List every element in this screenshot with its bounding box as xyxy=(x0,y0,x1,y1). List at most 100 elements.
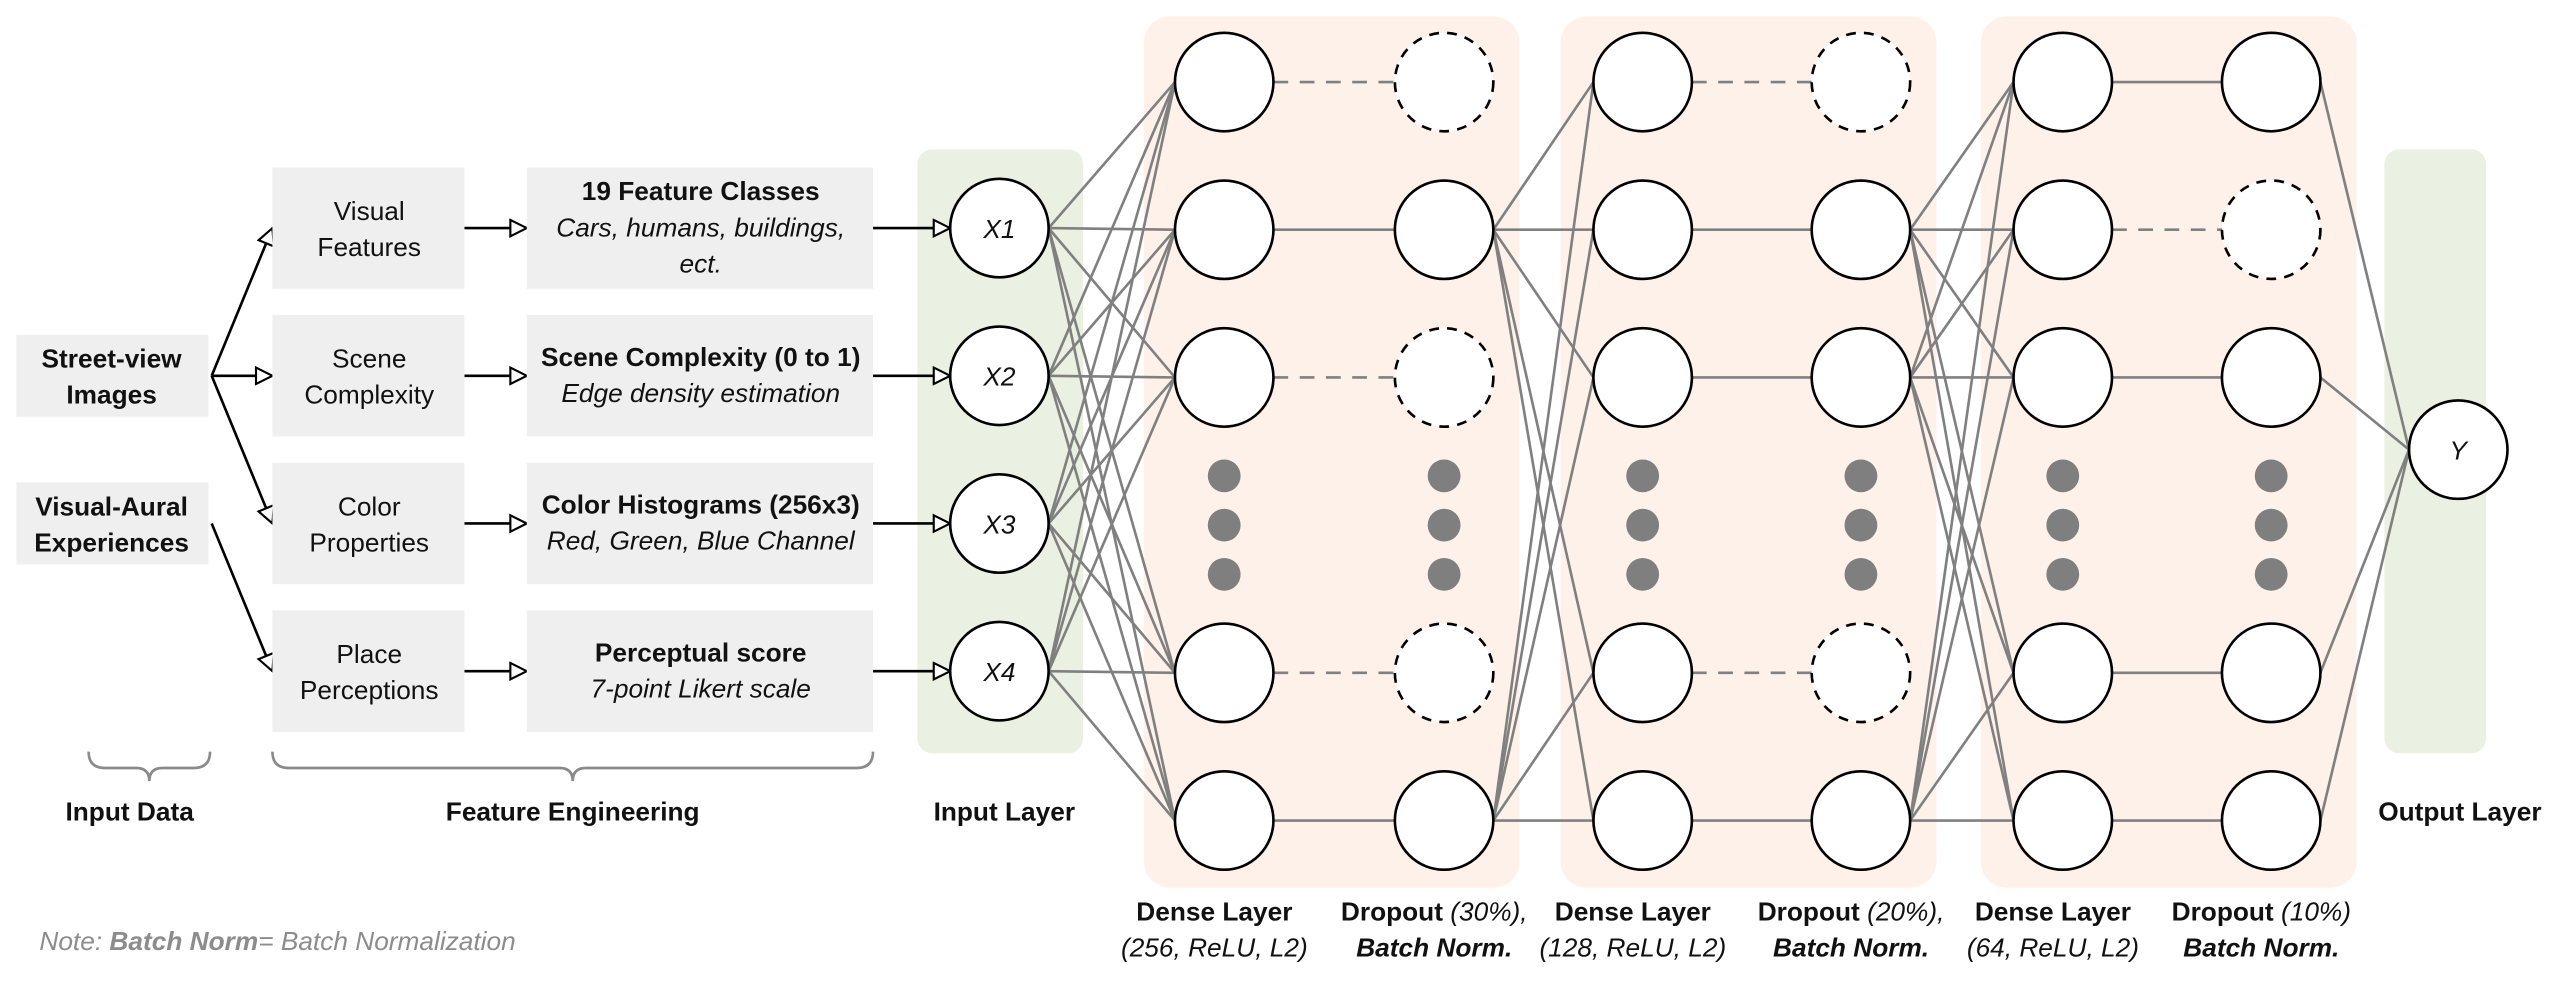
dense3-node-5 xyxy=(2012,769,2114,872)
feature-desc-1-line-2: ect. xyxy=(680,248,722,278)
dense-layer-2-title-part: Dense Layer xyxy=(1555,897,1711,927)
dense-layer-1-params-part: (256, ReLU, L2) xyxy=(1121,933,1308,963)
source-box-street-view xyxy=(16,334,209,417)
dropout-layer-1-title-part: Dropout xyxy=(1341,897,1443,927)
connection-input-3-to-dense1-1 xyxy=(1047,81,1177,524)
feature-engineering-brace xyxy=(271,751,875,782)
feature-desc-1-line-2-part: ect. xyxy=(680,248,722,278)
dense3-node-4 xyxy=(2012,622,2114,724)
dropout3-ellipsis-dot-1 xyxy=(2254,459,2288,493)
branch-arrow-4 xyxy=(210,522,273,671)
connection-input-4-to-dense1-5 xyxy=(1047,670,1176,822)
input-node-label-1-part: X1 xyxy=(982,214,1015,244)
dropout2-node-5 xyxy=(1810,769,1912,872)
connection-block1-to-dense2-2-1 xyxy=(1492,81,1595,231)
dropout-layer-2-title-part xyxy=(1860,897,1867,927)
input-node-label-2: X2 xyxy=(982,362,1016,392)
source-box-visual-aural xyxy=(16,482,209,565)
output-node-label-part: Y xyxy=(2449,435,2469,465)
dense2-node-1 xyxy=(1592,31,1694,133)
dense2-ellipsis-dot-3 xyxy=(1626,557,1660,591)
output-layer-label: Output Layer xyxy=(2378,797,2541,827)
input-node-label-3-part: X3 xyxy=(982,509,1016,539)
dense1-node-5 xyxy=(1173,769,1275,872)
feature-engineering-label: Feature Engineering xyxy=(446,797,700,827)
category-label-3-line-2: Properties xyxy=(309,527,429,557)
dropout2-node-4 xyxy=(1810,622,1912,724)
dropout3-node-1 xyxy=(2220,31,2322,133)
source-label-1-line-2-part: Images xyxy=(66,380,156,410)
source-label-2-line-2: Experiences xyxy=(34,527,189,557)
connection-block1-to-dense2-5-1 xyxy=(1492,81,1595,821)
connection-final-to-output-1 xyxy=(2319,81,2411,450)
output-node xyxy=(2407,399,2509,501)
dropout-layer-1-title-part: (30%), xyxy=(1450,897,1527,927)
feature-desc-3-line-1: Red, Green, Blue Channel xyxy=(547,526,856,556)
category-label-2-line-1: Scene xyxy=(332,344,406,374)
dense2-node-3 xyxy=(1592,326,1694,428)
feature-title-4-part: Perceptual score xyxy=(595,637,807,667)
footnote-part: Note: xyxy=(39,926,109,956)
connection-block2-to-dense3-5-4 xyxy=(1909,672,2015,822)
feature-box-3 xyxy=(526,462,874,585)
dense1-ellipsis-dot-2 xyxy=(1207,508,1241,542)
dense3-node-3 xyxy=(2012,326,2114,428)
category-label-2-line-1-part: Scene xyxy=(332,344,406,374)
connection-input-3-to-dense1-4 xyxy=(1047,522,1176,674)
feature-desc-4-line-1-part: 7-point Likert scale xyxy=(591,673,811,703)
dropout3-node-3 xyxy=(2220,326,2322,428)
dense2-ellipsis-dot-2 xyxy=(1626,508,1660,542)
dropout-layer-3-title-part: (10%) xyxy=(2281,897,2351,927)
dropout2-node-1 xyxy=(1810,31,1912,133)
source-label-1-line-1: Street-view xyxy=(42,344,183,374)
connection-block2-to-dense3-5-2 xyxy=(1908,229,2015,821)
connection-block1-to-dense2-5-4 xyxy=(1492,672,1595,822)
dense-layer-1-title-part: Dense Layer xyxy=(1136,897,1292,927)
feature-title-3: Color Histograms (256x3) xyxy=(542,490,860,520)
feature-desc-4-line-1: 7-point Likert scale xyxy=(591,673,811,703)
source-label-2-line-1: Visual-Aural xyxy=(35,491,188,521)
dense-layer-3-title: Dense Layer xyxy=(1975,897,2131,927)
category-box-2 xyxy=(272,315,465,437)
dense-layer-2-params: (128, ReLU, L2) xyxy=(1539,933,1726,963)
connection-input-4-to-dense1-2 xyxy=(1047,229,1177,672)
dropout-layer-1-norm: Batch Norm. xyxy=(1356,933,1512,963)
category-label-4-line-2-part: Perceptions xyxy=(300,675,439,705)
connection-block2-to-dense3-3-2 xyxy=(1909,228,2015,379)
dense1-node-4 xyxy=(1173,622,1275,724)
dense3-ellipsis-dot-1 xyxy=(2046,459,2080,493)
category-label-4-line-1-part: Place xyxy=(336,639,402,669)
footnote: Note: Batch Norm= Batch Normalization xyxy=(39,926,515,956)
feature-desc-1-line-1-part: Cars, humans, buildings, xyxy=(556,212,845,242)
dense1-ellipsis-dot-3 xyxy=(1207,557,1241,591)
input-node-3 xyxy=(948,472,1050,575)
connection-block2-to-dense3-5-3 xyxy=(1908,377,2015,821)
dropout-layer-1-norm-part: Batch Norm. xyxy=(1356,933,1512,963)
dropout1-node-1 xyxy=(1393,31,1495,133)
dropout-layer-2-title-part: (20%), xyxy=(1867,897,1944,927)
input-data-label: Input Data xyxy=(65,797,194,827)
category-label-3-line-2-part: Properties xyxy=(309,527,429,557)
dropout-layer-2-norm-part: Batch Norm. xyxy=(1773,933,1929,963)
branch-arrow-3 xyxy=(210,375,273,524)
dropout-layer-1-title: Dropout (30%), xyxy=(1341,897,1528,927)
feature-title-2: Scene Complexity (0 to 1) xyxy=(541,342,860,372)
dropout-layer-3-norm: Batch Norm. xyxy=(2183,933,2339,963)
dense3-ellipsis-dot-2 xyxy=(2046,508,2080,542)
dropout1-ellipsis-dot-1 xyxy=(1427,459,1461,493)
dropout1-node-3 xyxy=(1393,326,1495,428)
dropout-layer-3-title-part: Dropout xyxy=(2172,897,2274,927)
dropout1-node-4 xyxy=(1393,622,1495,724)
input-node-label-1: X1 xyxy=(982,214,1015,244)
dense3-node-2 xyxy=(2012,179,2114,281)
feature-title-4: Perceptual score xyxy=(595,637,807,667)
dense-layer-3-params-part: (64, ReLU, L2) xyxy=(1967,933,2139,963)
feature-title-1: 19 Feature Classes xyxy=(582,176,820,206)
connection-input-4-to-dense1-3 xyxy=(1047,376,1177,672)
source-label-1-line-1-part: Street-view xyxy=(42,344,183,374)
feature-desc-2-line-1: Edge density estimation xyxy=(561,378,840,408)
connection-block1-to-dense2-2-3 xyxy=(1492,229,1595,379)
output-node-label: Y xyxy=(2449,435,2469,465)
category-label-4-line-2: Perceptions xyxy=(300,675,439,705)
input-data-brace xyxy=(87,751,212,782)
